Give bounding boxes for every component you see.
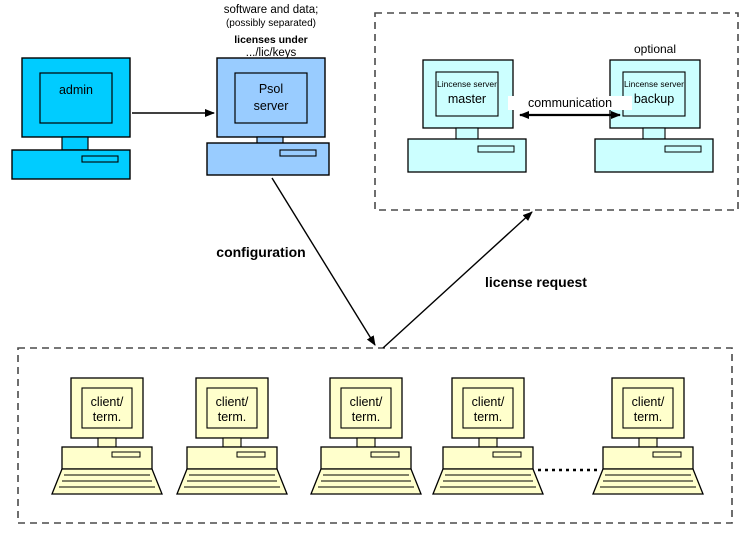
- software-and-data-caption: software and data;: [223, 4, 319, 16]
- client-terminal-2[interactable]: [176, 377, 288, 495]
- client-terminal-3[interactable]: [310, 377, 422, 495]
- possibly-separated-caption: (possibly separated): [225, 18, 317, 29]
- client-terminal-1[interactable]: [51, 377, 163, 495]
- optional-caption: optional: [633, 42, 677, 56]
- license-request-label: license request: [485, 274, 587, 290]
- edge-clients-to-license-servers: [382, 211, 533, 349]
- lic-keys-path-caption: .../lic/keys: [245, 47, 297, 59]
- license-servers-group-box: [374, 12, 739, 211]
- licenses-under-caption: licenses under: [234, 34, 308, 46]
- edge-psol-to-clients: [271, 177, 376, 346]
- client-terminal-4[interactable]: [432, 377, 544, 495]
- license-server-backup-computer[interactable]: [594, 59, 714, 173]
- license-server-master-computer[interactable]: [407, 59, 527, 173]
- client-terminal-5[interactable]: [592, 377, 704, 495]
- admin-computer[interactable]: [11, 57, 131, 180]
- psol-server-computer[interactable]: [206, 57, 330, 176]
- configuration-label: configuration: [216, 244, 306, 260]
- communication-label: communication: [508, 96, 632, 110]
